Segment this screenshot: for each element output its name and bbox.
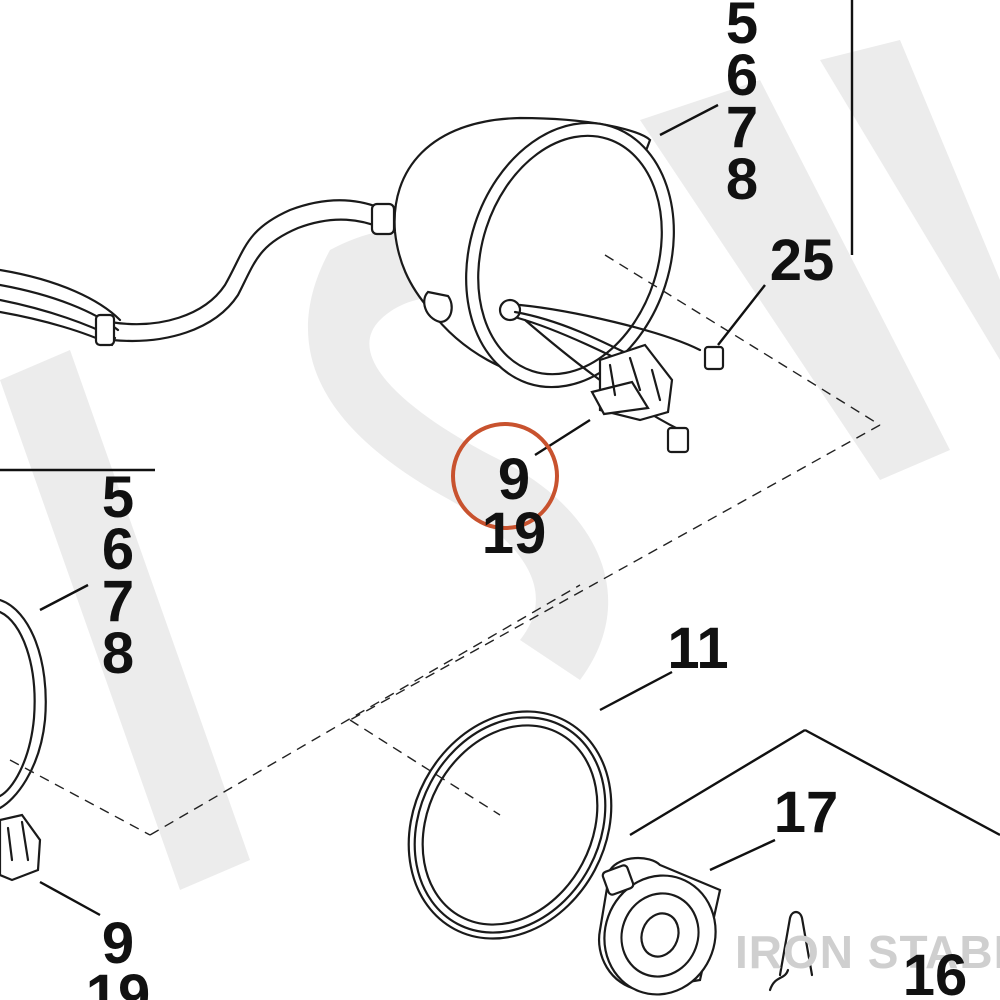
callout-number: 19 bbox=[86, 963, 151, 1000]
highlight-circle bbox=[451, 422, 559, 530]
callout-number: 8 bbox=[102, 621, 134, 686]
bulb-socket bbox=[597, 857, 722, 996]
callout-number: 5 bbox=[726, 0, 758, 56]
callout-group-top-right: 5 6 7 8 bbox=[726, 0, 758, 212]
callout-number: 8 bbox=[726, 147, 758, 212]
leader-lines bbox=[0, 0, 1000, 917]
callout-number: 6 bbox=[726, 43, 758, 108]
callout-17: 17 bbox=[774, 780, 839, 845]
trim-ring bbox=[407, 710, 613, 940]
headlamp-housing-top bbox=[393, 116, 725, 454]
callout-number: 5 bbox=[102, 465, 134, 530]
headlamp-housing-left bbox=[0, 598, 47, 882]
callout-25: 25 bbox=[770, 228, 835, 293]
callout-number: 7 bbox=[726, 95, 758, 160]
wiring-harness bbox=[0, 199, 396, 347]
explosion-guide-lines bbox=[9, 254, 881, 836]
callout-19: 19 bbox=[482, 501, 547, 566]
callout-9-highlighted: 9 bbox=[498, 447, 530, 512]
callout-16: 16 bbox=[903, 943, 968, 1000]
retaining-clip bbox=[768, 910, 814, 992]
callout-number: 9 bbox=[102, 911, 134, 976]
watermark-logo-text: IRON STABLE bbox=[735, 926, 1000, 978]
callout-group-left: 5 6 7 8 bbox=[102, 465, 134, 686]
callout-11: 11 bbox=[667, 616, 728, 681]
callout-number: 6 bbox=[102, 517, 134, 582]
callout-number: 7 bbox=[102, 569, 134, 634]
callout-group-bottom-left: 9 19 bbox=[86, 911, 151, 1000]
